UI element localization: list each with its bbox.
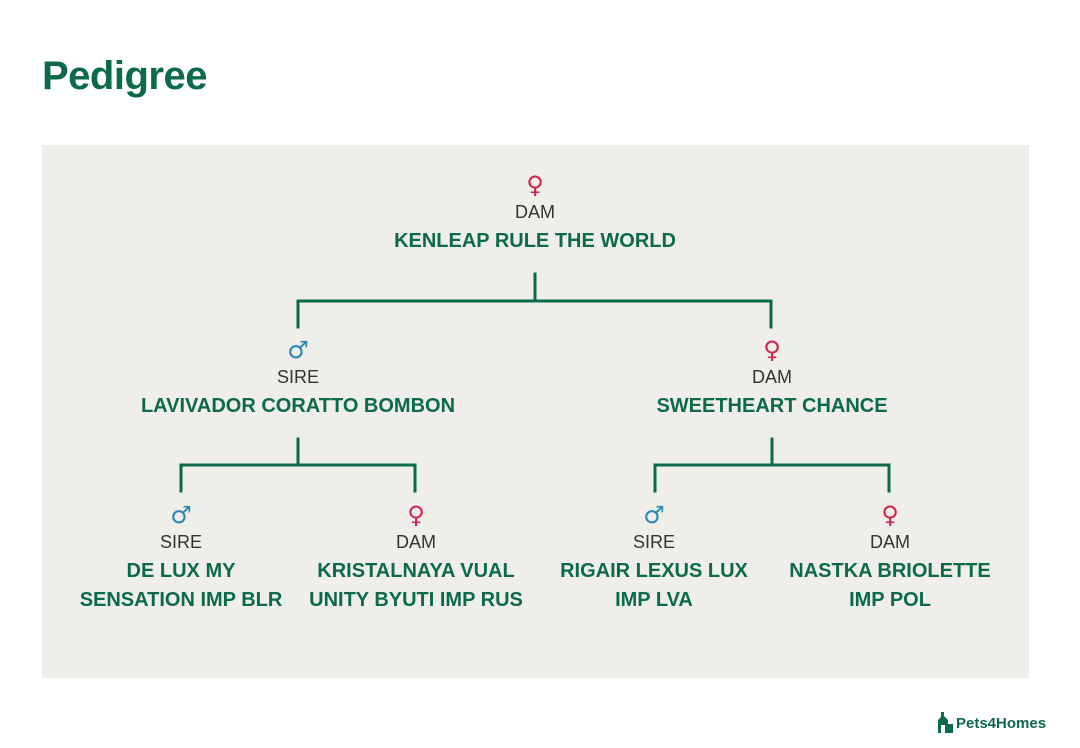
node-name: SWEETHEART CHANCE xyxy=(656,395,888,417)
node-name: KRISTALNAYA VUAL UNITY BYUTI IMP RUS xyxy=(309,560,523,611)
node-role: SIRE xyxy=(159,532,202,552)
node-role: DAM xyxy=(515,202,555,222)
female-icon: ♀ xyxy=(526,171,544,199)
page-title: Pedigree xyxy=(42,54,207,98)
female-icon: ♀ xyxy=(763,336,781,364)
pedigree-node-dam-dam: ♀ DAM NASTKA BRIOLETTE IMP POL xyxy=(780,501,1000,615)
node-name: RIGAIR LEXUS LUX IMP LVA xyxy=(560,560,748,611)
connector-dam xyxy=(653,437,891,493)
node-role: DAM xyxy=(396,532,436,552)
pedigree-node-dam: ♀ DAM SWEETHEART CHANCE xyxy=(592,336,952,421)
pedigree-node-sire-sire: ♂ SIRE DE LUX MY SENSATION IMP BLR xyxy=(71,501,291,615)
node-role: SIRE xyxy=(276,367,319,387)
pets4homes-house-icon xyxy=(938,712,953,733)
node-name: DE LUX MY SENSATION IMP BLR xyxy=(79,560,283,611)
node-role: DAM xyxy=(752,367,792,387)
female-icon: ♀ xyxy=(881,501,899,529)
male-icon: ♂ xyxy=(170,501,192,529)
logo-text: Pets4Homes xyxy=(956,714,1047,732)
node-name: KENLEAP RULE THE WORLD xyxy=(394,230,676,252)
pedigree-panel: ♀ DAM KENLEAP RULE THE WORLD ♂ SIRE LAVI… xyxy=(42,145,1029,678)
connector-sire xyxy=(179,437,417,493)
node-name: NASTKA BRIOLETTE IMP POL xyxy=(789,560,991,611)
male-icon: ♂ xyxy=(643,501,665,529)
node-name: LAVIVADOR CORATTO BOMBON xyxy=(140,395,456,417)
pets4homes-logo: Pets4Homes xyxy=(936,712,1046,734)
pedigree-node-dam-sire: ♂ SIRE RIGAIR LEXUS LUX IMP LVA xyxy=(554,501,754,615)
male-icon: ♂ xyxy=(287,336,309,364)
connector-root xyxy=(296,272,773,329)
pedigree-node-sire-dam: ♀ DAM KRISTALNAYA VUAL UNITY BYUTI IMP R… xyxy=(306,501,526,615)
pedigree-node-sire: ♂ SIRE LAVIVADOR CORATTO BOMBON xyxy=(118,336,478,421)
pedigree-node-root: ♀ DAM KENLEAP RULE THE WORLD xyxy=(325,171,745,256)
female-icon: ♀ xyxy=(407,501,425,529)
node-role: DAM xyxy=(870,532,910,552)
node-role: SIRE xyxy=(632,532,675,552)
pedigree-connectors xyxy=(179,272,891,493)
